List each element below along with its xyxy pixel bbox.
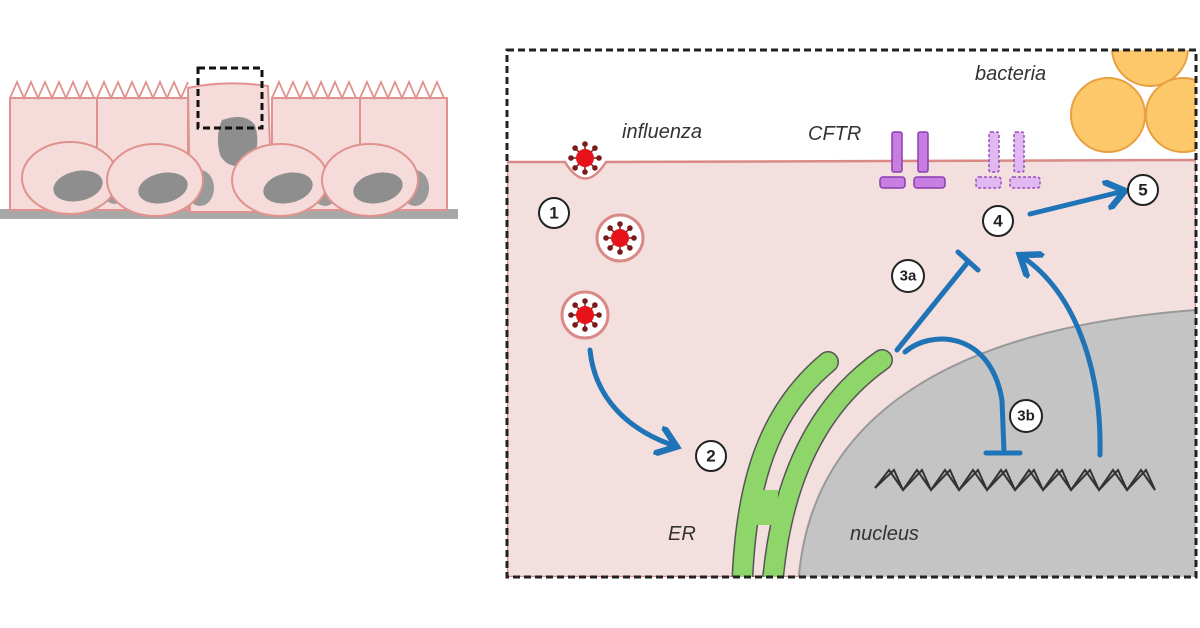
cilia [9,79,95,101]
inhibit-arrow-3a [894,259,971,353]
svg-text:3a: 3a [900,268,917,285]
influenza-virus [568,298,602,332]
arrow-4-to-5 [1027,192,1120,217]
step-1: 1 [538,197,570,229]
inhibit-bar-3a [955,249,981,273]
epithelium-overview [0,66,458,219]
dna-helix [874,468,1156,492]
nucleus [797,308,1196,577]
svg-text:2: 2 [706,447,715,466]
svg-text:1: 1 [549,204,558,223]
cilia [359,79,445,101]
step-3b: 3b [1009,399,1043,433]
dna-strand [874,468,1156,492]
step-2: 2 [695,440,727,472]
basal-cells [21,141,429,217]
zoomed-region-frame [505,48,1198,579]
influenza-virus [568,141,602,175]
basement-membrane [0,209,458,219]
cftr-channel-reduced [975,131,1041,189]
basal-cell-nucleus [263,172,313,204]
bacteria-cluster [1070,50,1196,153]
zoomed-cell: influenza CFTR bacteria ER nucleus 1 2 3… [507,50,1196,577]
cilia [96,79,189,101]
endoplasmic-reticulum [731,349,893,577]
basal-cell-nucleus [353,172,403,204]
arrow-virus-to-er [587,347,672,445]
cftr-channel-present [879,131,946,189]
svg-text:3b: 3b [1017,408,1035,425]
basal-cell-nucleus [138,172,188,204]
label-influenza: influenza [622,121,702,143]
inhibit-arrow-3b [902,336,1007,455]
label-nucleus: nucleus [850,523,919,545]
step-4: 4 [982,205,1014,237]
label-cftr: CFTR [808,123,861,145]
label-bacteria: bacteria [975,63,1046,85]
zoom-region-box [196,66,264,130]
influenza-virus [603,221,637,255]
step-3a: 3a [891,259,925,293]
arrow-dna-to-4 [1024,258,1103,458]
step-5: 5 [1127,174,1159,206]
svg-text:5: 5 [1138,181,1147,200]
svg-text:4: 4 [993,212,1003,231]
label-er: ER [668,523,696,545]
cilia [271,79,357,101]
basal-cell-nucleus [53,170,103,202]
